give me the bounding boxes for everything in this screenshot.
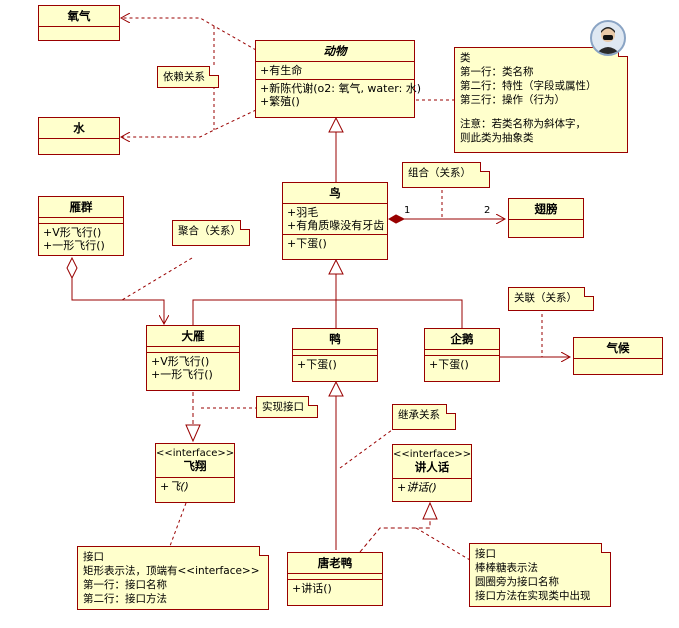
operation: +V形飞行() bbox=[151, 355, 210, 368]
attribute: +羽毛 bbox=[287, 206, 319, 219]
note-line: 棒棒糖表示法 bbox=[475, 562, 538, 574]
note-line: 接口方法在实现类中出现 bbox=[475, 590, 591, 602]
operation: +一形飞行() bbox=[151, 368, 213, 381]
class-name: 飞翔 bbox=[183, 459, 207, 473]
class-penguin[interactable]: 企鹅 +下蛋() bbox=[424, 328, 500, 382]
operations: +讲话() bbox=[393, 479, 471, 496]
note-composition: 组合（关系） bbox=[402, 162, 490, 188]
dependency-line-oxygen bbox=[121, 18, 257, 51]
note-line: 接口 bbox=[83, 551, 104, 563]
class-name: 雁群 bbox=[39, 197, 123, 218]
operation: +V形飞行() bbox=[43, 226, 102, 239]
operation: +讲话() bbox=[292, 582, 332, 595]
operations: +下蛋() bbox=[293, 356, 377, 373]
class-name: 氧气 bbox=[39, 6, 119, 27]
note-line: 注意：若类名称为斜体字， bbox=[460, 118, 586, 130]
attribute: +有生命 bbox=[260, 64, 303, 77]
class-water[interactable]: 水 bbox=[38, 117, 120, 155]
note-line: 第一行：类名称 bbox=[460, 66, 534, 78]
class-name: 水 bbox=[39, 118, 119, 139]
interface-speak[interactable]: <<interface>> 讲人话 +讲话() bbox=[392, 444, 472, 502]
class-bird[interactable]: 鸟 +羽毛 +有角质喙没有牙齿 +下蛋() bbox=[282, 182, 388, 260]
interface-fly[interactable]: <<interface>> 飞翔 +飞() bbox=[155, 443, 235, 503]
class-name: 大雁 bbox=[147, 326, 239, 347]
note-line: 接口 bbox=[475, 548, 496, 560]
class-goose-flock[interactable]: 雁群 +V形飞行() +一形飞行() bbox=[38, 196, 124, 256]
dependency-line-water bbox=[121, 109, 257, 137]
note-association: 关联（关系） bbox=[508, 287, 594, 311]
class-name: 讲人话 bbox=[414, 460, 450, 474]
operations: +V形飞行() +一形飞行() bbox=[147, 353, 239, 383]
attributes: +有生命 bbox=[256, 62, 414, 80]
person-icon bbox=[596, 27, 620, 54]
note-line: 类 bbox=[460, 52, 471, 64]
class-name: 鸟 bbox=[283, 183, 387, 204]
class-name: 翅膀 bbox=[509, 199, 583, 220]
class-goose[interactable]: 大雁 +V形飞行() +一形飞行() bbox=[146, 325, 240, 391]
interface-header: <<interface>> 讲人话 bbox=[393, 445, 471, 479]
stereotype: <<interface>> bbox=[393, 449, 472, 460]
note-line: 矩形表示法，顶端有<<interface>> bbox=[83, 565, 260, 577]
class-donald-duck[interactable]: 唐老鸭 +讲话() bbox=[287, 552, 383, 606]
class-oxygen[interactable]: 氧气 bbox=[38, 5, 120, 41]
note-text: 聚合（关系） bbox=[178, 225, 241, 237]
note-aggregation: 聚合（关系） bbox=[172, 220, 250, 246]
operation: +讲话() bbox=[397, 481, 437, 494]
note-text: 实现接口 bbox=[262, 401, 304, 413]
class-wing[interactable]: 翅膀 bbox=[508, 198, 584, 238]
note-line: 第三行：操作（行为） bbox=[460, 94, 565, 106]
multiplicity-wing: 2 bbox=[484, 205, 491, 216]
note-text: 关联（关系） bbox=[514, 292, 577, 304]
operation: +下蛋() bbox=[429, 358, 469, 371]
stereotype: <<interface>> bbox=[156, 448, 235, 459]
note-text: 组合（关系） bbox=[408, 167, 471, 179]
note-interface-rect: 接口 矩形表示法，顶端有<<interface>> 第一行：接口名称 第二行：接… bbox=[77, 546, 269, 610]
note-interface-lollipop: 接口 棒棒糖表示法 圆圈旁为接口名称 接口方法在实现类中出现 bbox=[469, 543, 611, 607]
attribute: +有角质喙没有牙齿 bbox=[287, 219, 385, 232]
note-text: 继承关系 bbox=[398, 409, 440, 421]
operation: +飞() bbox=[160, 480, 189, 493]
class-name: 唐老鸭 bbox=[288, 553, 382, 574]
note-line: 圆圈旁为接口名称 bbox=[475, 576, 559, 588]
note-inheritance: 继承关系 bbox=[392, 404, 456, 430]
multiplicity-bird: 1 bbox=[404, 205, 411, 216]
note-text: 依赖关系 bbox=[163, 71, 205, 83]
operations: +讲话() bbox=[288, 580, 382, 597]
avatar bbox=[590, 20, 626, 56]
note-realization: 实现接口 bbox=[256, 396, 318, 418]
note-line: 第二行：接口方法 bbox=[83, 593, 167, 605]
interface-header: <<interface>> 飞翔 bbox=[156, 444, 234, 478]
class-duck[interactable]: 鸭 +下蛋() bbox=[292, 328, 378, 382]
note-dependency: 依赖关系 bbox=[157, 66, 219, 88]
operation: +新陈代谢(o2: 氧气, water: 水) bbox=[260, 82, 422, 95]
operation: +下蛋() bbox=[297, 358, 337, 371]
note-line: 第一行：接口名称 bbox=[83, 579, 167, 591]
operation: +下蛋() bbox=[287, 237, 327, 250]
class-climate[interactable]: 气候 bbox=[573, 337, 663, 375]
note-line: 则此类为抽象类 bbox=[460, 132, 534, 144]
note-class-legend: 类 第一行：类名称 第二行：特性（字段或属性） 第三行：操作（行为） 注意：若类… bbox=[454, 47, 628, 153]
operations: +下蛋() bbox=[425, 356, 499, 373]
operation: +一形飞行() bbox=[43, 239, 105, 252]
note-line: 第二行：特性（字段或属性） bbox=[460, 80, 597, 92]
class-name: 鸭 bbox=[293, 329, 377, 350]
attributes: +羽毛 +有角质喙没有牙齿 bbox=[283, 204, 387, 235]
class-animal[interactable]: 动物 +有生命 +新陈代谢(o2: 氧气, water: 水) +繁殖() bbox=[255, 40, 422, 118]
operations: +下蛋() bbox=[283, 235, 387, 252]
operations: +新陈代谢(o2: 氧气, water: 水) +繁殖() bbox=[256, 80, 422, 110]
class-name: 企鹅 bbox=[425, 329, 499, 350]
class-name: 动物 bbox=[256, 41, 414, 62]
class-name: 气候 bbox=[574, 338, 662, 359]
operations: +V形飞行() +一形飞行() bbox=[39, 224, 123, 254]
operation: +繁殖() bbox=[260, 95, 300, 108]
operations: +飞() bbox=[156, 478, 234, 495]
